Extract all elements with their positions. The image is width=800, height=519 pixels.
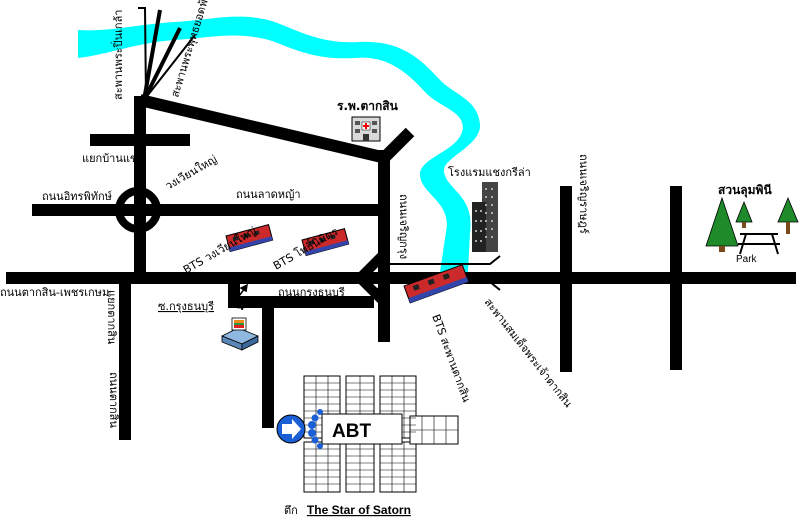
label-park: Park <box>736 254 758 265</box>
label-yaek-taksin: แยกตากสิน <box>105 290 118 345</box>
bts-train-icon-pho-nimit <box>301 227 350 257</box>
skyscraper-icon <box>472 182 498 252</box>
label-bts-saphan-taksin: BTS สะพานตากสิน <box>429 313 473 405</box>
label-bridge-phra-phuttha: สะพานพระพุทธยอดฟ้า <box>168 0 212 99</box>
caption: ตึก The Star of Satorn <box>284 499 411 518</box>
wongwian-yai-roundabout <box>115 187 161 233</box>
label-soi-krung-thonburi: ซ.กรุงธนบุรี <box>158 300 214 313</box>
roads <box>6 7 796 440</box>
seven-eleven-icon <box>221 317 259 351</box>
label-abt: ABT <box>332 421 371 442</box>
road-krung-thonburi <box>228 282 374 308</box>
caption-building-name: The Star of Satorn <box>307 503 411 517</box>
soi-arrow <box>238 283 248 297</box>
label-yaek-ban-khaek: แยกบ้านแขก <box>82 152 144 165</box>
label-hotel-shangrila: โรงแรมแชงกรีล่า <box>448 165 531 179</box>
label-bts-wongwian-yai: BTS วงเวียนใหญ่ <box>181 224 259 276</box>
bts-train-icon-wongwian-yai <box>225 223 274 253</box>
abt-hub <box>321 413 403 445</box>
label-road-taksin-phetkasem: ถนนตากสิน-เพชรเกษม <box>0 286 109 299</box>
caption-prefix: ตึก <box>284 504 298 517</box>
label-road-itsaraphap: ถนนอิทรพิทักษ์ <box>42 190 112 203</box>
tree-icon <box>705 196 799 252</box>
label-wongwian-yai: วงเวียนใหญ่ <box>163 153 219 193</box>
label-road-krung-thonburi: ถนนกรุงธนบุรี <box>278 286 345 299</box>
picnic-table-icon <box>738 233 780 255</box>
bts-train-icon-saphan-taksin <box>403 264 470 304</box>
label-hospital: ร.พ.ตากสิน <box>337 99 399 113</box>
road-pinklao-bridge <box>142 27 182 101</box>
abt-dots <box>308 409 323 449</box>
label-road-taksin: ถนนตากสิน <box>107 372 120 428</box>
label-soi-number: 4 <box>237 298 245 313</box>
road-to-hospital <box>138 94 388 164</box>
chao-phraya-river <box>78 16 481 273</box>
direction-arrow-icon <box>276 414 306 444</box>
label-road-charoen-rat: ถนนเจริญราษฎร์ <box>577 154 590 234</box>
label-bridge-pinklao: สะพานพระปิ่นเกล้า <box>110 10 125 100</box>
hospital-icon <box>351 116 381 142</box>
label-road-lat-ya: ถนนลาดหญ้า <box>236 188 301 201</box>
label-road-charoen-krung: ถนนเจริญกรุง <box>397 194 410 259</box>
label-lumphini-park: สวนลุมพินี <box>718 183 772 198</box>
